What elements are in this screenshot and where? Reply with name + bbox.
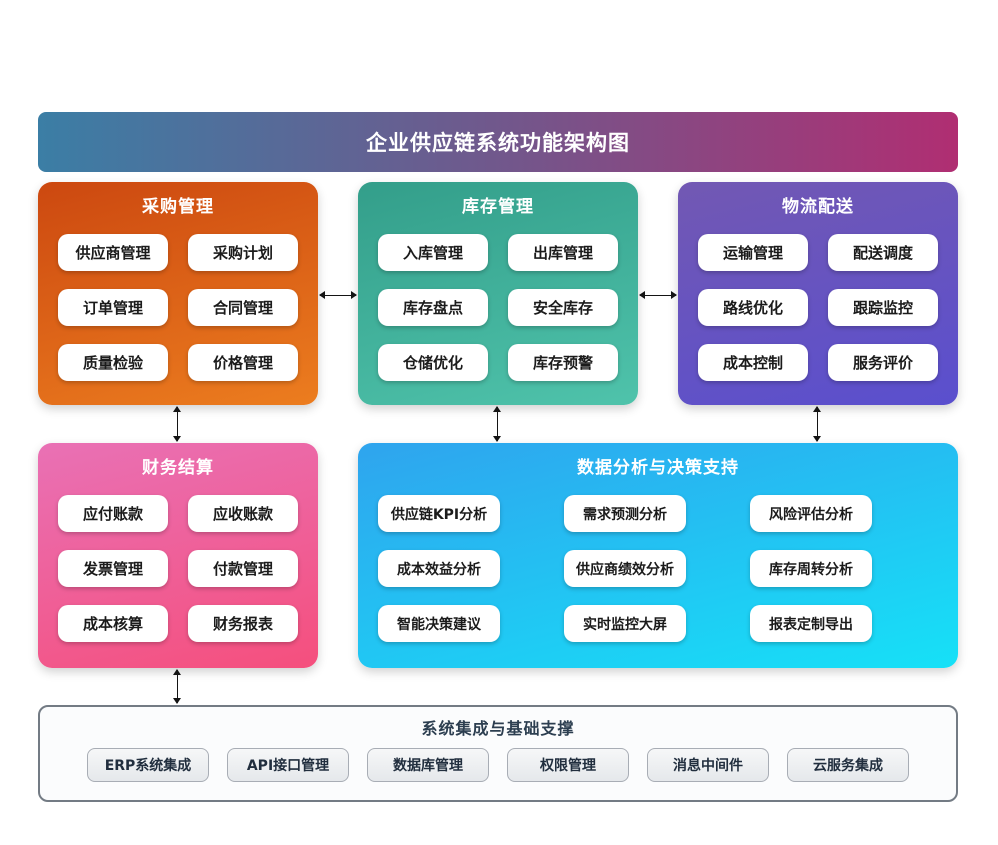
module-items-procurement: 供应商管理 采购计划 订单管理 合同管理 质量检验 价格管理 [58,234,298,381]
feature-pill: 跟踪监控 [828,289,938,326]
feature-pill: 供应商管理 [58,234,168,271]
feature-pill: 应付账款 [58,495,168,532]
module-items-finance: 应付账款 应收账款 发票管理 付款管理 成本核算 财务报表 [58,495,298,642]
feature-pill: 库存盘点 [378,289,488,326]
module-items-inventory: 入库管理 出库管理 库存盘点 安全库存 仓储优化 库存预警 [378,234,618,381]
feature-pill: 服务评价 [828,344,938,381]
connector-arrow-procurement-inventory [319,291,357,299]
feature-pill: 供应商绩效分析 [564,550,686,587]
feature-pill: 出库管理 [508,234,618,271]
module-card-procurement: 采购管理 供应商管理 采购计划 订单管理 合同管理 质量检验 价格管理 [38,182,318,405]
connector-arrow-inventory-analytics [493,406,501,442]
feature-pill: 成本核算 [58,605,168,642]
feature-pill: 智能决策建议 [378,605,500,642]
connector-arrow-logistics-analytics [813,406,821,442]
module-title-analytics: 数据分析与决策支持 [577,458,739,478]
diagram-title: 企业供应链系统功能架构图 [366,131,630,155]
feature-pill: 质量检验 [58,344,168,381]
foundation-bar: 系统集成与基础支撑 ERP系统集成 API接口管理 数据库管理 权限管理 消息中… [38,705,958,802]
module-card-analytics: 数据分析与决策支持 供应链KPI分析 需求预测分析 风险评估分析 成本效益分析 … [358,443,958,668]
connector-arrow-inventory-logistics [639,291,677,299]
feature-pill: 仓储优化 [378,344,488,381]
module-title-logistics: 物流配送 [782,197,854,217]
connector-arrow-procurement-finance [173,406,181,442]
feature-pill: 库存预警 [508,344,618,381]
module-items-logistics: 运输管理 配送调度 路线优化 跟踪监控 成本控制 服务评价 [698,234,938,381]
foundation-pill: 云服务集成 [787,748,909,782]
module-title-inventory: 库存管理 [462,197,534,217]
feature-pill: 发票管理 [58,550,168,587]
feature-pill: 成本效益分析 [378,550,500,587]
foundation-pill: API接口管理 [227,748,349,782]
feature-pill: 订单管理 [58,289,168,326]
foundation-title: 系统集成与基础支撑 [421,719,575,738]
feature-pill: 应收账款 [188,495,298,532]
module-title-finance: 财务结算 [142,458,214,478]
feature-pill: 安全库存 [508,289,618,326]
feature-pill: 需求预测分析 [564,495,686,532]
foundation-pill: 消息中间件 [647,748,769,782]
feature-pill: 路线优化 [698,289,808,326]
module-items-analytics: 供应链KPI分析 需求预测分析 风险评估分析 成本效益分析 供应商绩效分析 库存… [378,495,958,642]
module-card-inventory: 库存管理 入库管理 出库管理 库存盘点 安全库存 仓储优化 库存预警 [358,182,638,405]
feature-pill: 合同管理 [188,289,298,326]
feature-pill: 成本控制 [698,344,808,381]
feature-pill: 供应链KPI分析 [378,495,500,532]
connector-arrow-finance-foundation [173,669,181,704]
feature-pill: 财务报表 [188,605,298,642]
feature-pill: 库存周转分析 [750,550,872,587]
feature-pill: 采购计划 [188,234,298,271]
feature-pill: 运输管理 [698,234,808,271]
feature-pill: 配送调度 [828,234,938,271]
module-title-procurement: 采购管理 [142,197,214,217]
feature-pill: 实时监控大屏 [564,605,686,642]
module-card-finance: 财务结算 应付账款 应收账款 发票管理 付款管理 成本核算 财务报表 [38,443,318,668]
foundation-pill: 权限管理 [507,748,629,782]
module-card-logistics: 物流配送 运输管理 配送调度 路线优化 跟踪监控 成本控制 服务评价 [678,182,958,405]
feature-pill: 风险评估分析 [750,495,872,532]
foundation-pill: ERP系统集成 [87,748,209,782]
feature-pill: 入库管理 [378,234,488,271]
feature-pill: 价格管理 [188,344,298,381]
foundation-items: ERP系统集成 API接口管理 数据库管理 权限管理 消息中间件 云服务集成 [40,748,956,782]
diagram-title-banner: 企业供应链系统功能架构图 [38,112,958,172]
foundation-pill: 数据库管理 [367,748,489,782]
feature-pill: 报表定制导出 [750,605,872,642]
feature-pill: 付款管理 [188,550,298,587]
